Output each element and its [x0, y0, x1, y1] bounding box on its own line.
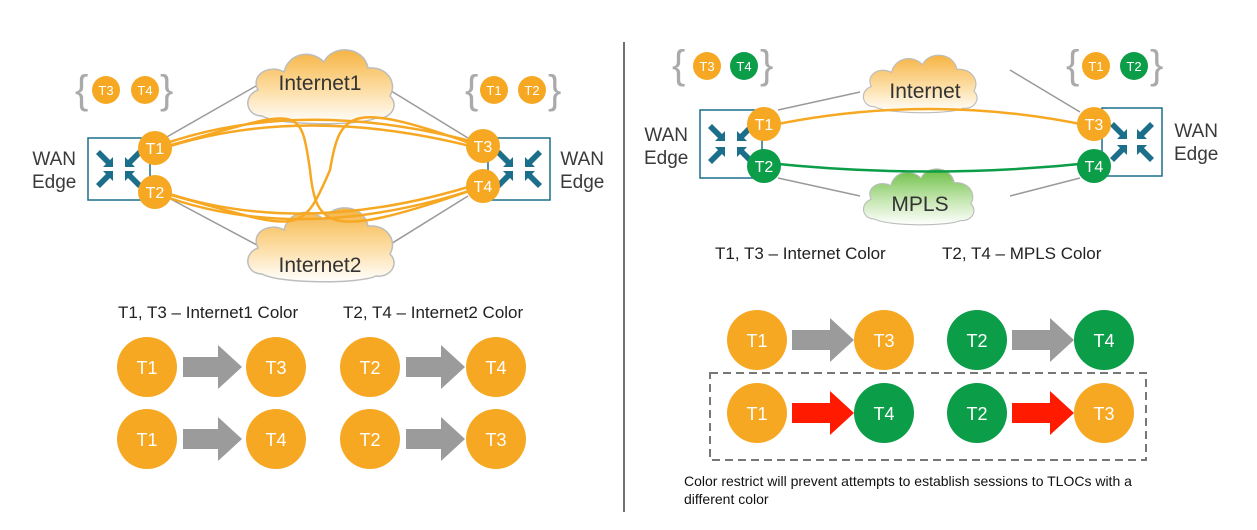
- session-from: T1: [746, 404, 767, 424]
- session-to: T3: [485, 430, 506, 450]
- svg-text:}: }: [760, 43, 773, 87]
- right-wan-edge-box-right: [1101, 107, 1163, 177]
- right-wan-edge-box-left: [699, 109, 763, 179]
- session-to: T3: [1093, 404, 1114, 424]
- left-group-left: { T3 T4 }: [75, 68, 173, 112]
- right-session-blocked: T2 T3: [947, 383, 1134, 443]
- right-session-allowed: T1 T3: [727, 310, 914, 370]
- session-arrow-blocked: [792, 391, 854, 435]
- left-session-row: T1 T3: [117, 337, 306, 397]
- edge-label-line: WAN: [644, 125, 688, 146]
- left-caption-1: T1, T3 – Internet1 Color: [118, 303, 299, 322]
- edge-label-line: Edge: [644, 148, 689, 169]
- right-caption-2: T2, T4 – MPLS Color: [942, 244, 1102, 263]
- svg-text:{: {: [1066, 43, 1079, 87]
- group-tloc-label: T2: [524, 83, 539, 98]
- right-caption-1: T1, T3 – Internet Color: [715, 244, 886, 263]
- group-tloc-label: T1: [486, 83, 501, 98]
- session-arrow: [792, 318, 854, 362]
- right-session-blocked: T1 T4: [727, 383, 914, 443]
- left-caption-2: T2, T4 – Internet2 Color: [343, 303, 524, 322]
- right-tunnel-internet: [767, 107, 1091, 128]
- right-group-right: { T1 T2 }: [1066, 43, 1163, 87]
- tloc-label: T1: [755, 117, 774, 134]
- right-tlocs-right-edge: T3 T4: [1077, 107, 1111, 183]
- tloc-label: T2: [755, 159, 774, 176]
- blocked-sessions-box: [709, 372, 1147, 461]
- svg-text:}: }: [1150, 43, 1163, 87]
- session-to: T4: [265, 430, 286, 450]
- session-from: T2: [359, 358, 380, 378]
- edge-label-line: WAN: [560, 149, 604, 170]
- svg-text:{: {: [465, 68, 478, 112]
- right-group-left: { T3 T4 }: [672, 43, 773, 87]
- right-tunnel-mpls: [767, 161, 1091, 173]
- group-tloc-label: T4: [736, 59, 751, 74]
- tloc-label: T3: [1085, 117, 1104, 134]
- right-tlocs-left-edge: T1 T2: [747, 107, 781, 183]
- session-from: T2: [359, 430, 380, 450]
- tloc-label: T4: [1085, 159, 1104, 176]
- right-wan-edge-label-right: WAN Edge: [1174, 120, 1218, 166]
- session-to: T4: [873, 404, 894, 424]
- tloc-label: T4: [474, 179, 493, 196]
- session-to: T4: [485, 358, 506, 378]
- session-arrow: [1012, 318, 1074, 362]
- session-from: T1: [136, 358, 157, 378]
- session-arrow: [183, 417, 242, 461]
- right-underlay-links: [777, 69, 1081, 197]
- svg-text:{: {: [75, 68, 88, 112]
- session-arrow: [406, 345, 465, 389]
- left-session-row: T1 T4: [117, 409, 306, 469]
- cloud-label-internet: Internet: [889, 80, 960, 103]
- session-arrow: [183, 345, 242, 389]
- tloc-label: T2: [146, 185, 165, 202]
- session-from: T2: [966, 331, 987, 351]
- edge-label-line: Edge: [560, 172, 605, 193]
- left-wan-edge-box-left: [87, 137, 151, 201]
- session-from: T1: [136, 430, 157, 450]
- cloud-label-internet2: Internet2: [279, 254, 362, 277]
- group-tloc-label: T3: [98, 83, 113, 98]
- tloc-label: T1: [146, 141, 165, 158]
- left-tlocs-left-edge: T1 T2: [138, 131, 172, 209]
- cloud-label-mpls: MPLS: [891, 193, 948, 216]
- svg-text:}: }: [548, 68, 561, 112]
- right-router-arrows-icon: [708, 122, 1154, 164]
- session-to: T3: [265, 358, 286, 378]
- left-group-right: { T1 T2 }: [465, 68, 561, 112]
- session-from: T1: [746, 331, 767, 351]
- left-tunnels: [157, 116, 479, 223]
- right-wan-edge-label-left: WAN Edge: [644, 124, 688, 170]
- group-tloc-label: T3: [699, 59, 714, 74]
- edge-label-line: Edge: [1174, 144, 1219, 165]
- session-arrow-blocked: [1012, 391, 1074, 435]
- left-wan-edge-label-left: WAN Edge: [32, 148, 76, 194]
- left-session-row: T2 T4: [340, 337, 526, 397]
- svg-text:}: }: [160, 68, 173, 112]
- session-to: T3: [873, 331, 894, 351]
- session-to: T4: [1093, 331, 1114, 351]
- left-wan-edge-box-right: [487, 137, 551, 201]
- edge-label-line: WAN: [1174, 121, 1218, 142]
- svg-text:{: {: [672, 43, 685, 87]
- edge-label-line: WAN: [32, 149, 76, 170]
- color-restrict-note: Color restrict will prevent attempts to …: [684, 473, 1132, 507]
- cloud-label-internet1: Internet1: [279, 72, 362, 95]
- left-tlocs-right-edge: T3 T4: [466, 129, 500, 203]
- group-tloc-label: T2: [1126, 59, 1141, 74]
- group-tloc-label: T1: [1088, 59, 1103, 74]
- tloc-label: T3: [474, 139, 493, 156]
- session-from: T2: [966, 404, 987, 424]
- left-session-row: T2 T3: [340, 409, 526, 469]
- left-router-arrows-icon: [96, 150, 542, 188]
- session-arrow: [406, 417, 465, 461]
- left-wan-edge-label-right: WAN Edge: [560, 148, 604, 194]
- edge-label-line: Edge: [32, 172, 77, 193]
- right-session-allowed: T2 T4: [947, 310, 1134, 370]
- group-tloc-label: T4: [137, 83, 152, 98]
